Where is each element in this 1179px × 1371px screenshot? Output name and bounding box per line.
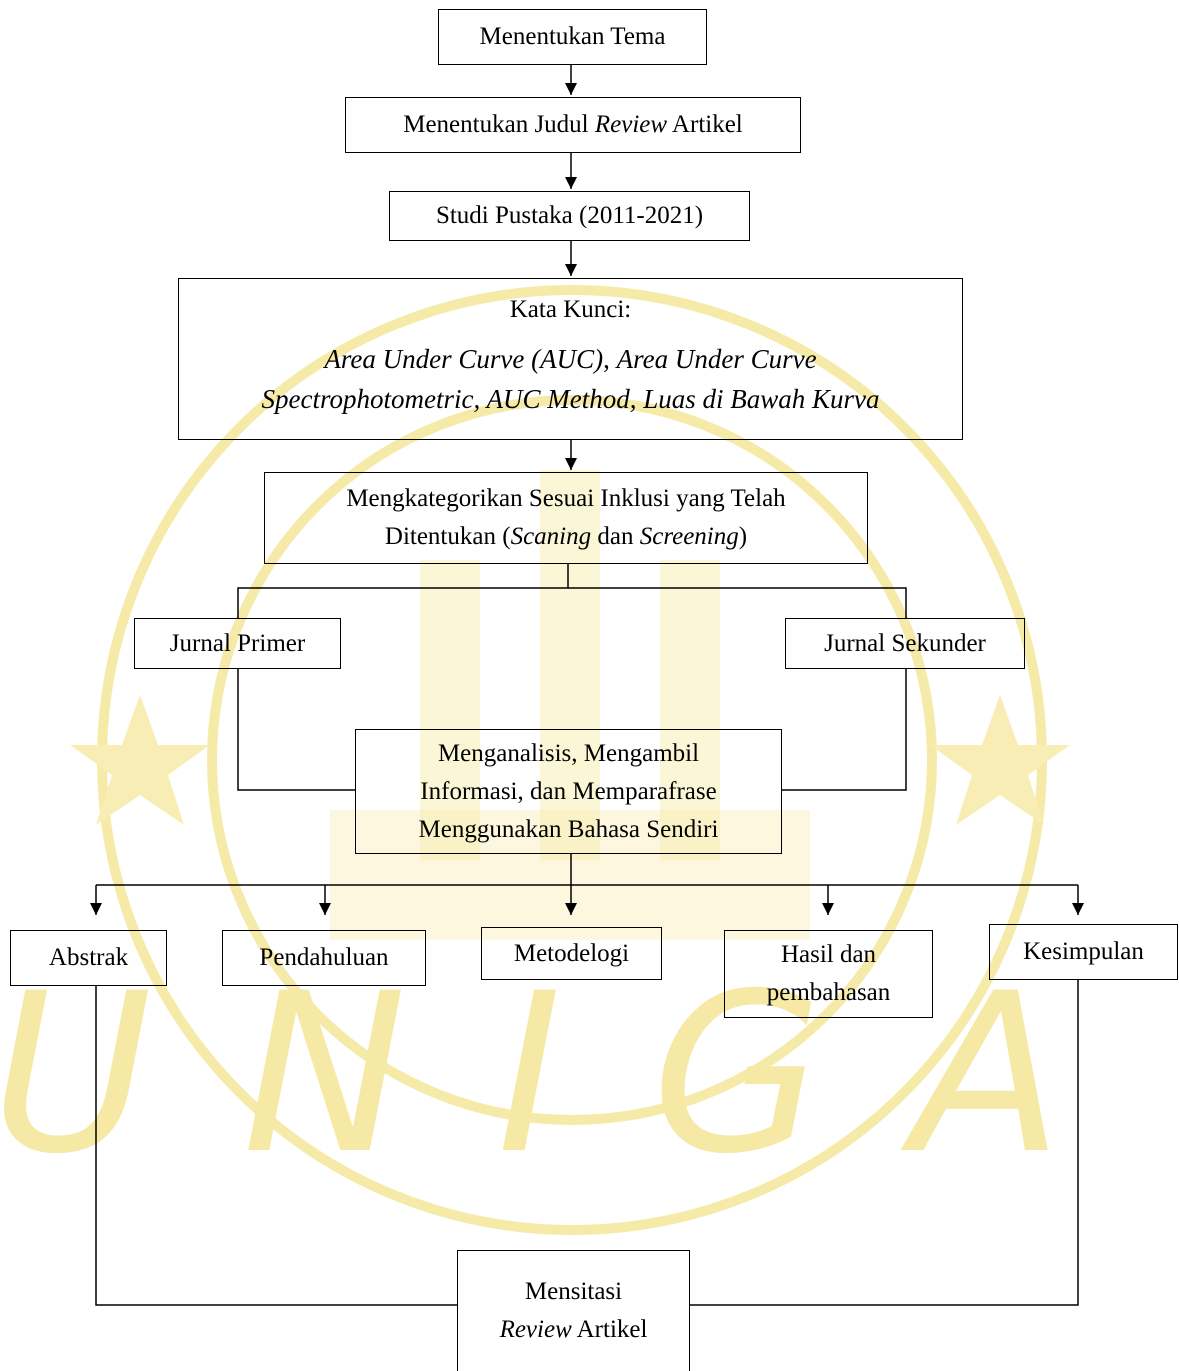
watermark-text: UNIGA — [0, 946, 1153, 1202]
node-kesimpulan-label: Kesimpulan — [1023, 938, 1144, 965]
line-kategori-primer — [237, 564, 569, 618]
node-kesimpulan: Kesimpulan — [989, 924, 1178, 980]
node-jurnal-sekunder-label: Jurnal Sekunder — [824, 629, 986, 657]
node-jurnal-primer-label: Jurnal Primer — [169, 629, 306, 657]
node-mensitasi: Mensitasi Review Artikel — [457, 1250, 690, 1371]
node-menentukan-tema: Menentukan Tema — [438, 9, 707, 65]
node-mengkategorikan: Mengkategorikan Sesuai Inklusi yang Tela… — [264, 472, 868, 564]
node-mensitasi-line2: Review Artikel — [499, 1316, 648, 1343]
node-abstrak-label: Abstrak — [48, 944, 129, 971]
node-hasil-pembahasan-line2: pembahasan — [766, 979, 891, 1006]
node-hasil-pembahasan-line1: Hasil dan — [780, 941, 877, 968]
node-kata-kunci-line2: Spectrophotometric, AUC Method, Luas di … — [261, 384, 880, 414]
node-kata-kunci-label: Kata Kunci: — [509, 296, 632, 323]
node-pendahuluan-label: Pendahuluan — [259, 944, 389, 971]
line-kategori-sekunder — [568, 587, 907, 618]
node-menganalisis-line2: Informasi, dan Memparafrase — [420, 777, 717, 805]
node-menganalisis: Menganalisis, Mengambil Informasi, dan M… — [355, 729, 782, 854]
node-mengkategorikan-line2: Ditentukan (Scaning dan Screening) — [384, 523, 748, 550]
node-metodelogi: Metodelogi — [481, 927, 662, 980]
node-metodelogi-label: Metodelogi — [513, 939, 630, 967]
line-primer-analisis — [237, 669, 355, 791]
node-mengkategorikan-line1: Mengkategorikan Sesuai Inklusi yang Tela… — [346, 485, 786, 512]
line-sekunder-analisis — [782, 669, 907, 791]
node-menentukan-tema-label: Menentukan Tema — [479, 23, 666, 50]
node-menentukan-judul: Menentukan Judul Review Artikel — [345, 97, 801, 153]
node-menentukan-judul-label: Menentukan Judul Review Artikel — [403, 111, 743, 138]
node-kata-kunci-line1: Area Under Curve (AUC), Area Under Curve — [324, 344, 817, 374]
star-right-icon — [930, 695, 1070, 825]
node-menganalisis-line1: Menganalisis, Mengambil — [437, 739, 700, 767]
line-kesimpulan-mensitasi — [690, 980, 1079, 1306]
node-kata-kunci: Kata Kunci: Area Under Curve (AUC), Area… — [178, 278, 963, 440]
node-pendahuluan: Pendahuluan — [222, 930, 426, 986]
node-jurnal-sekunder: Jurnal Sekunder — [785, 618, 1025, 669]
node-hasil-pembahasan: Hasil dan pembahasan — [724, 930, 933, 1018]
node-jurnal-primer: Jurnal Primer — [134, 618, 341, 669]
star-left-icon — [70, 695, 210, 825]
node-mensitasi-line1: Mensitasi — [524, 1278, 623, 1305]
node-abstrak: Abstrak — [10, 930, 167, 986]
node-menganalisis-line3: Menggunakan Bahasa Sendiri — [418, 815, 719, 843]
line-abstrak-mensitasi — [95, 986, 457, 1306]
node-studi-pustaka-label: Studi Pustaka (2011-2021) — [435, 202, 704, 229]
node-studi-pustaka: Studi Pustaka (2011-2021) — [389, 191, 750, 241]
